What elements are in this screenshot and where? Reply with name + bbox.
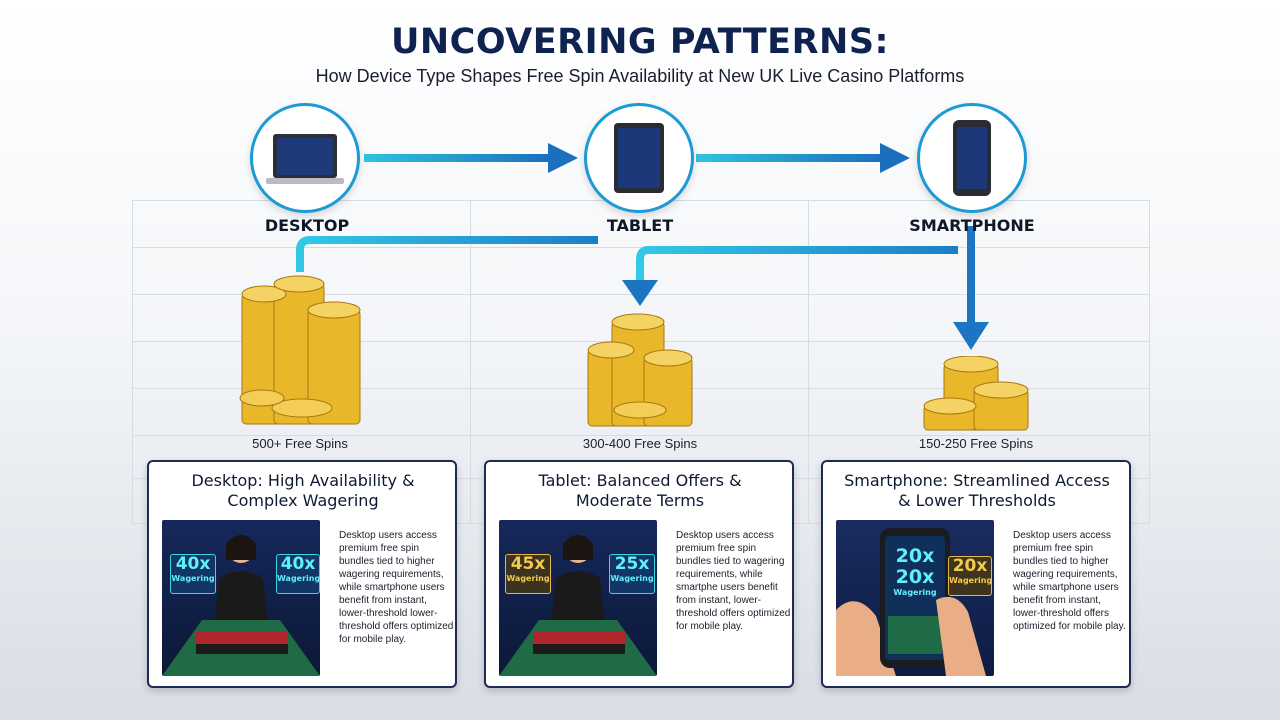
arrow-to-smartphone-coins	[967, 226, 975, 324]
device-label-smartphone: SMARTPHONE	[909, 216, 1035, 235]
arrow-tablet-to-smartphone	[696, 143, 910, 173]
card-title-line1: Desktop: High Availability &	[191, 471, 415, 490]
card-title: Tablet: Balanced Offers & Moderate Terms	[494, 471, 786, 511]
phone-wagering-display: 20x 20x Wagering	[893, 545, 937, 598]
smartphone-card: Smartphone: Streamlined Access & Lower T…	[821, 460, 1131, 688]
device-label-desktop: DESKTOP	[264, 216, 350, 235]
card-title-line2: Moderate Terms	[575, 491, 705, 510]
card-description: Desktop users access premium free spin b…	[339, 530, 454, 645]
dealer-illustration	[499, 535, 657, 676]
tablet-device-circle	[584, 103, 694, 213]
tablet-coin-stack	[587, 313, 693, 427]
smartphone-coin-stack	[923, 356, 1029, 431]
card-title-line2: & Lower Thresholds	[898, 491, 1056, 510]
arrow-to-tablet-coins	[636, 246, 958, 282]
arrow-desktop-to-tablet	[364, 143, 578, 173]
card-title-line1: Tablet: Balanced Offers &	[538, 471, 742, 490]
hand-holding-phone-illustration	[836, 528, 986, 676]
desktop-device-circle	[250, 103, 360, 213]
smartphone-device-circle	[917, 103, 1027, 213]
tablet-card: Tablet: Balanced Offers & Moderate Terms…	[484, 460, 794, 688]
spins-label-desktop: 500+ Free Spins	[252, 436, 348, 451]
dealer-illustration	[162, 535, 320, 676]
laptop-icon	[266, 134, 344, 184]
card-description: Desktop users access premium free spin b…	[676, 530, 791, 632]
spins-label-smartphone: 150-250 Free Spins	[918, 436, 1034, 451]
desktop-card: Desktop: High Availability & Complex Wag…	[147, 460, 457, 688]
card-title: Desktop: High Availability & Complex Wag…	[157, 471, 449, 511]
page-title: UNCOVERING PATTERNS:	[390, 22, 890, 62]
device-label-tablet: TABLET	[606, 216, 674, 235]
arrow-desktop-to-coins	[296, 236, 598, 272]
desktop-coin-stack	[239, 275, 361, 425]
card-title: Smartphone: Streamlined Access & Lower T…	[831, 471, 1123, 511]
spins-label-tablet: 300-400 Free Spins	[582, 436, 698, 451]
smartphone-icon	[953, 120, 991, 196]
card-description: Desktop users access premium free spin b…	[1013, 530, 1126, 632]
card-title-line1: Smartphone: Streamlined Access	[844, 471, 1110, 490]
card-title-line2: Complex Wagering	[227, 491, 379, 510]
tablet-icon	[614, 123, 664, 193]
page-subtitle: How Device Type Shapes Free Spin Availab…	[315, 66, 965, 86]
